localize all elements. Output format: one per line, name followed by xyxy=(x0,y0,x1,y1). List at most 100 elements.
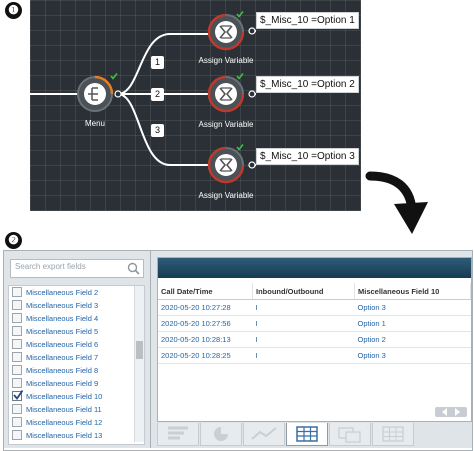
checkbox[interactable] xyxy=(12,326,22,337)
table-cell: Option 2 xyxy=(354,331,471,348)
checkbox[interactable] xyxy=(12,287,22,298)
bar-chart-icon xyxy=(168,426,188,440)
table-row[interactable]: 2020-05-20 10:27:56 I Option 1 xyxy=(158,315,471,332)
results-area: Call Date/Time Inbound/Outbound Miscella… xyxy=(151,251,472,448)
field-item[interactable]: Miscellaneous Field 8 xyxy=(12,364,98,377)
step-2-badge: ❷ xyxy=(5,232,22,249)
table-cell: I xyxy=(252,347,355,364)
pie-chart-icon xyxy=(214,427,228,441)
menu-check-icon xyxy=(110,72,118,80)
tab-line-chart[interactable] xyxy=(243,423,285,446)
assign-variable-label-1: Assign Variable xyxy=(198,56,254,65)
search-icon[interactable] xyxy=(127,262,140,275)
table-row[interactable]: 2020-05-20 10:28:13 I Option 2 xyxy=(158,331,471,348)
tab-grid[interactable] xyxy=(372,423,414,446)
checkbox[interactable] xyxy=(12,300,22,311)
checkbox[interactable] xyxy=(12,417,22,428)
export-panel: Search export fields Miscellaneous Field… xyxy=(3,250,473,451)
field-label: Miscellaneous Field 10 xyxy=(26,392,103,401)
scrollbar-thumb[interactable] xyxy=(136,341,143,359)
menu-node-icon[interactable] xyxy=(75,74,115,114)
field-item[interactable]: Miscellaneous Field 2 xyxy=(12,286,98,299)
checkmark-icon xyxy=(13,390,23,400)
checkbox[interactable] xyxy=(12,339,22,350)
field-item[interactable]: Miscellaneous Field 11 xyxy=(12,403,102,416)
table-header-bar xyxy=(158,258,471,278)
search-placeholder: Search export fields xyxy=(15,262,86,271)
branch-label-1: 1 xyxy=(151,56,164,69)
flow-canvas[interactable]: Menu 1 2 3 Assign Variable Assign Variab… xyxy=(30,0,361,211)
table-cell: I xyxy=(252,315,355,332)
table-cell: 2020-05-20 10:27:56 xyxy=(158,315,253,332)
table-cell: 2020-05-20 10:28:13 xyxy=(158,331,253,348)
table-cell: Option 3 xyxy=(354,347,471,364)
table-cell: Option 1 xyxy=(354,315,471,332)
assign-variable-node-3-icon[interactable] xyxy=(206,145,246,185)
search-export-fields-input[interactable]: Search export fields xyxy=(10,259,144,278)
menu-node-label: Menu xyxy=(84,119,105,128)
checkbox[interactable] xyxy=(12,365,22,376)
flow-connectors xyxy=(30,27,256,169)
curved-arrow-icon xyxy=(365,171,428,234)
grid-icon xyxy=(382,426,404,442)
field-item[interactable]: Miscellaneous Field 7 xyxy=(12,351,98,364)
assign-variable-label-2: Assign Variable xyxy=(198,120,254,129)
prev-page-icon[interactable] xyxy=(442,408,447,416)
export-fields-list[interactable]: Miscellaneous Field 2 Miscellaneous Fiel… xyxy=(8,285,145,445)
branch-label-2: 2 xyxy=(151,88,164,101)
field-item[interactable]: Miscellaneous Field 12 xyxy=(12,416,102,429)
table-cell: 2020-05-20 10:28:25 xyxy=(158,347,253,364)
column-header[interactable]: Inbound/Outbound xyxy=(252,283,355,300)
tab-pie-chart[interactable] xyxy=(200,423,242,446)
results-table: Call Date/Time Inbound/Outbound Miscella… xyxy=(158,283,471,364)
checkbox[interactable] xyxy=(12,352,22,363)
assign-variable-node-2-icon[interactable] xyxy=(206,74,246,114)
field-item[interactable]: Miscellaneous Field 6 xyxy=(12,338,98,351)
next-page-icon[interactable] xyxy=(455,408,460,416)
fields-sidebar: Search export fields Miscellaneous Field… xyxy=(4,251,151,448)
table-row[interactable]: 2020-05-20 10:27:28 I Option 3 xyxy=(158,299,471,316)
checkbox[interactable] xyxy=(12,313,22,324)
table-cell: 2020-05-20 10:27:28 xyxy=(158,299,253,316)
field-label: Miscellaneous Field 13 xyxy=(26,431,103,440)
field-label: Miscellaneous Field 12 xyxy=(26,418,103,427)
field-item[interactable]: Miscellaneous Field 4 xyxy=(12,312,98,325)
field-item[interactable]: Miscellaneous Field 9 xyxy=(12,377,98,390)
assign-1-check-icon xyxy=(236,10,244,18)
field-label: Miscellaneous Field 4 xyxy=(26,314,99,323)
table-header-row: Call Date/Time Inbound/Outbound Miscella… xyxy=(158,283,471,300)
assign-3-check-icon xyxy=(236,143,244,151)
field-item-checked[interactable]: Miscellaneous Field 10 xyxy=(12,390,102,403)
assignment-box-1[interactable]: $_Misc_10 =Option 1 xyxy=(256,12,359,29)
table-icon xyxy=(296,426,318,442)
assign-variable-node-1-icon[interactable] xyxy=(206,12,246,52)
assignment-box-2[interactable]: $_Misc_10 =Option 2 xyxy=(256,76,359,93)
table-cell: I xyxy=(252,331,355,348)
field-label: Miscellaneous Field 2 xyxy=(26,288,99,297)
branch-label-3: 3 xyxy=(151,124,164,137)
pager-controls xyxy=(435,407,467,417)
table-row[interactable]: 2020-05-20 10:28:25 I Option 3 xyxy=(158,347,471,364)
field-label: Miscellaneous Field 11 xyxy=(26,405,102,414)
checkbox[interactable] xyxy=(12,378,22,389)
column-header[interactable]: Call Date/Time xyxy=(158,283,253,300)
field-item[interactable]: Miscellaneous Field 5 xyxy=(12,325,98,338)
tab-bar-chart[interactable] xyxy=(157,423,199,446)
column-header[interactable]: Miscellaneous Field 10 xyxy=(354,283,471,300)
tab-table[interactable] xyxy=(286,423,328,446)
assignment-box-3[interactable]: $_Misc_10 =Option 3 xyxy=(256,148,359,165)
field-item[interactable]: Miscellaneous Field 3 xyxy=(12,299,98,312)
field-label: Miscellaneous Field 6 xyxy=(26,340,99,349)
assign-variable-label-3: Assign Variable xyxy=(198,191,254,200)
line-chart-icon xyxy=(251,427,277,440)
checkbox[interactable] xyxy=(12,430,22,441)
fields-scrollbar[interactable] xyxy=(134,286,144,442)
checkbox[interactable] xyxy=(12,404,22,415)
field-label: Miscellaneous Field 9 xyxy=(26,379,99,388)
tab-pivot-table[interactable] xyxy=(329,423,371,446)
field-label: Miscellaneous Field 5 xyxy=(26,327,99,336)
table-cell: I xyxy=(252,299,355,316)
checkbox-checked[interactable] xyxy=(12,390,23,402)
view-tabs xyxy=(157,423,470,448)
field-item[interactable]: Miscellaneous Field 13 xyxy=(12,429,102,442)
